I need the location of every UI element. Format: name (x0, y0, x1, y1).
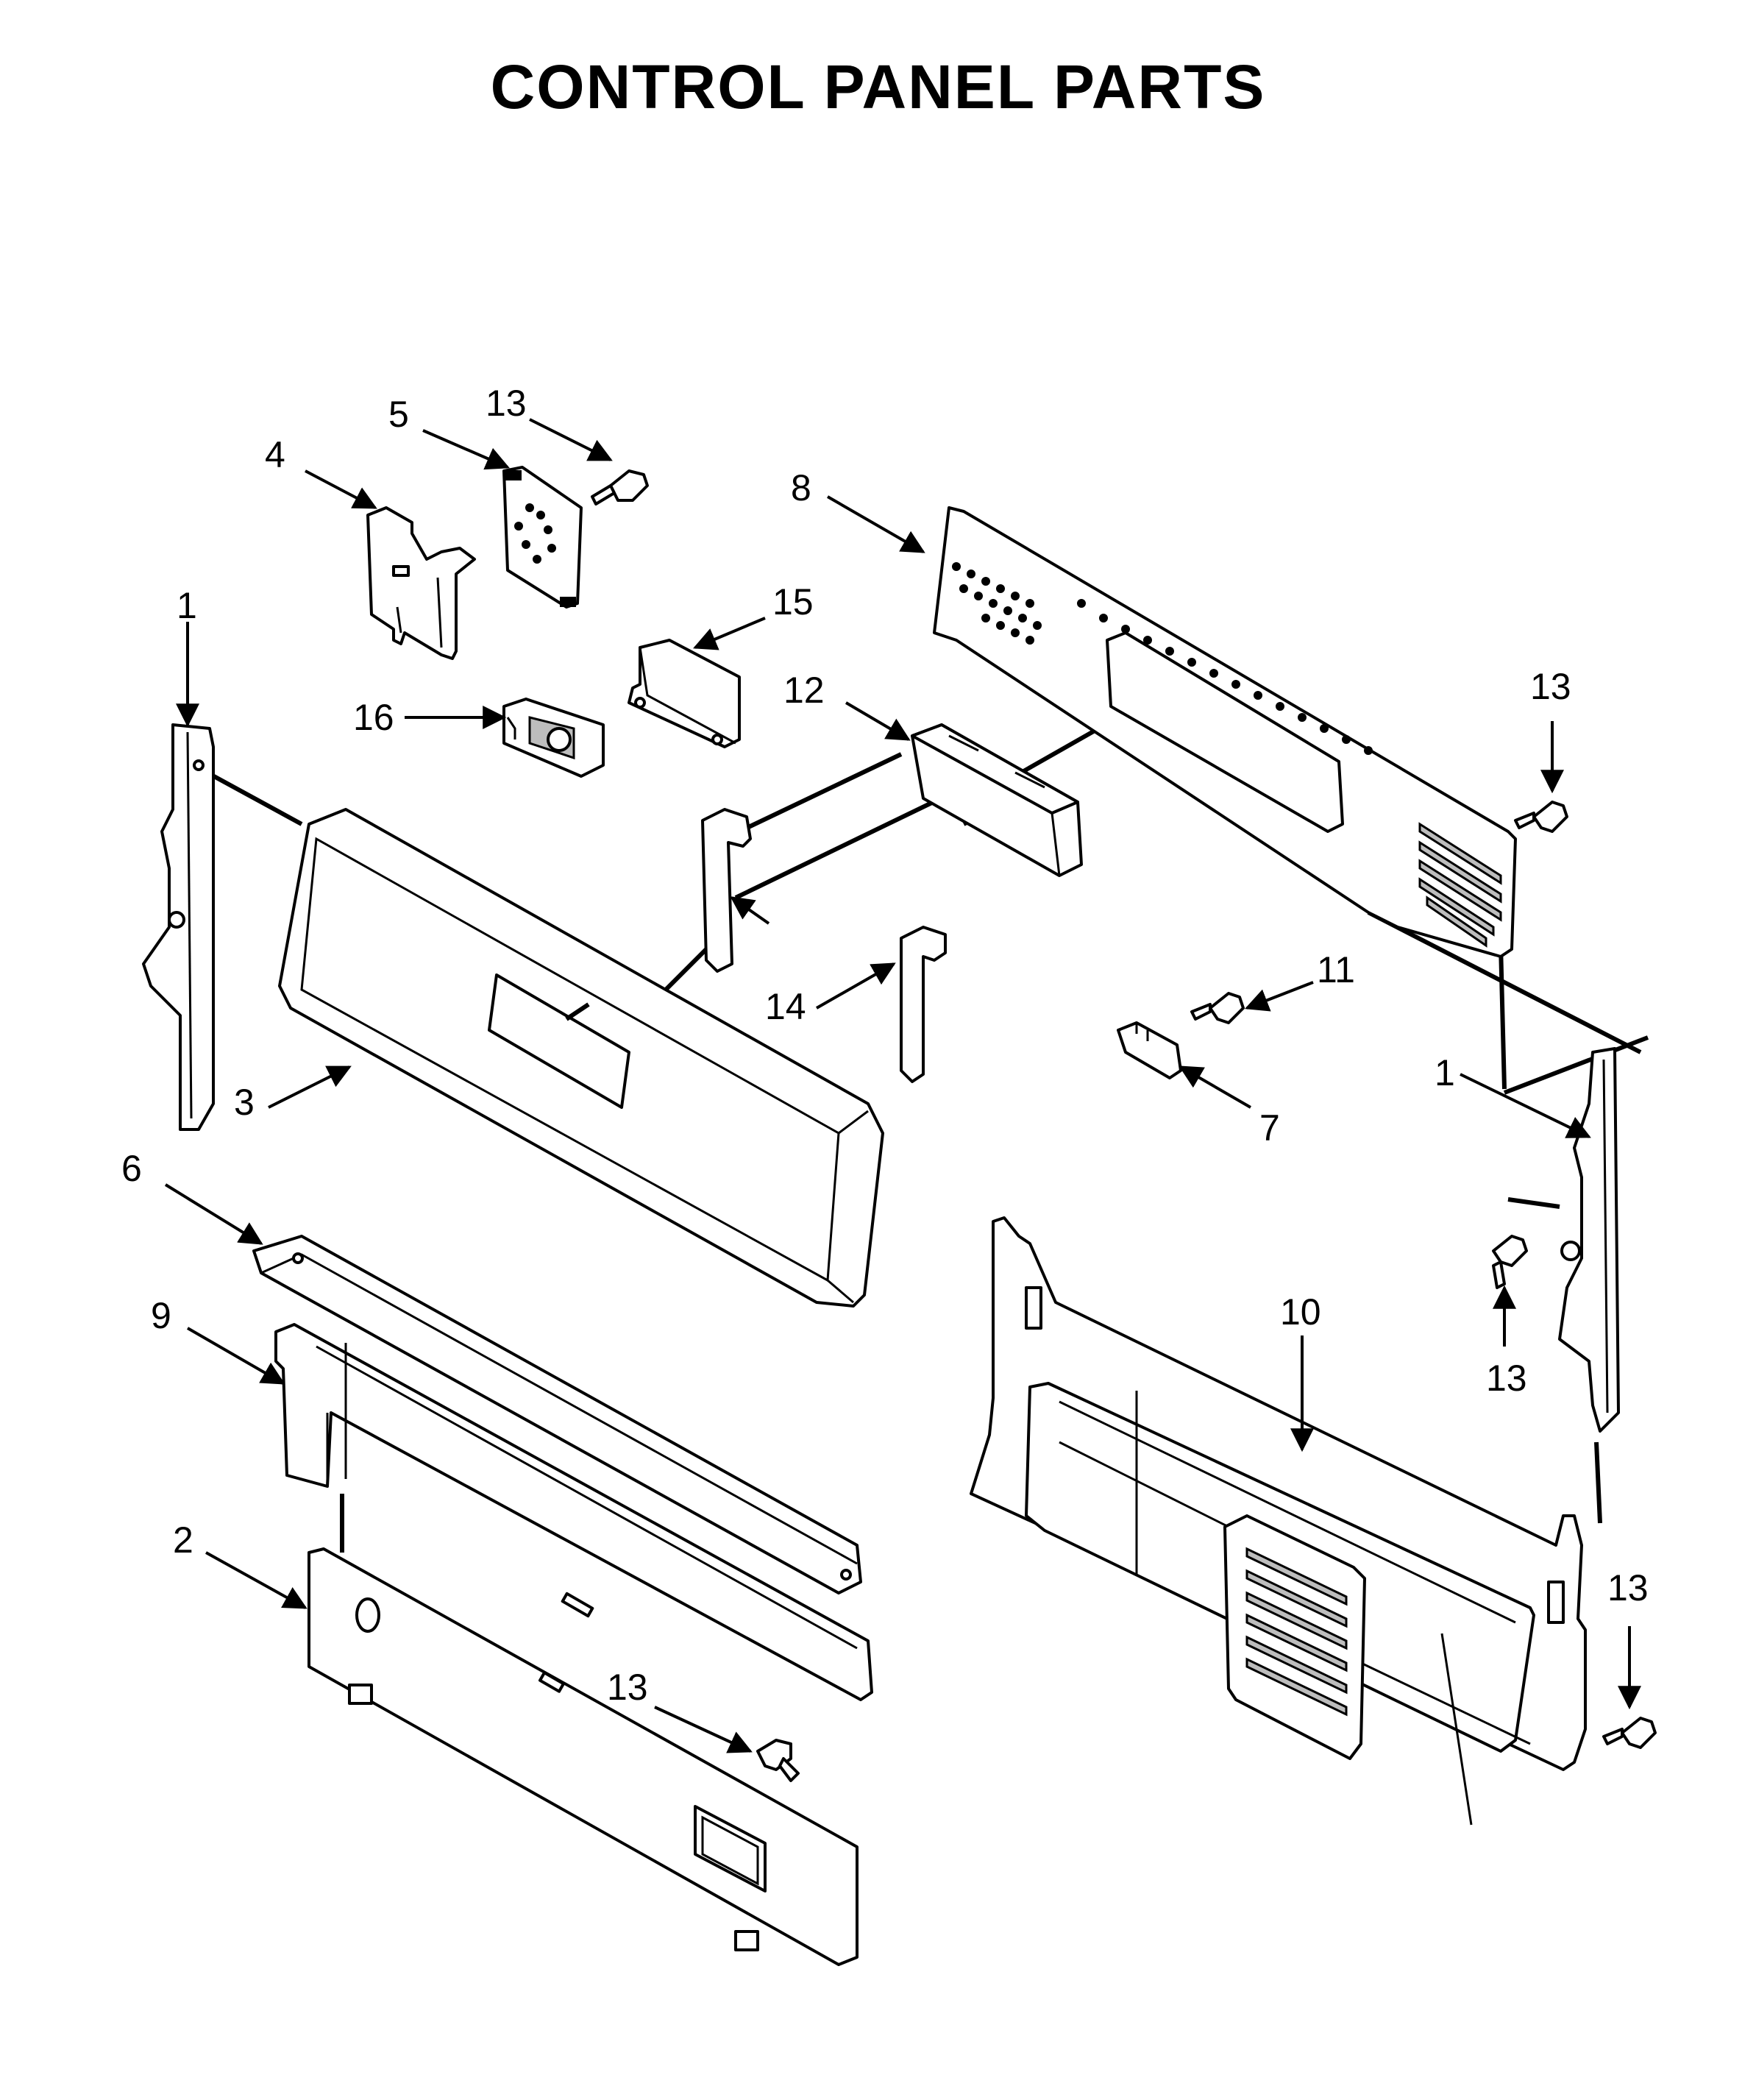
diagram-title: CONTROL PANEL PARTS (490, 52, 1266, 121)
assembly-lines (179, 700, 1649, 1553)
part-2-lower-back-panel (308, 1547, 859, 1966)
part-13-screw-lower-right (1602, 1717, 1657, 1749)
callout-4: 4 (265, 434, 285, 475)
part-8-back-panel (933, 506, 1517, 958)
callout-12: 12 (783, 670, 825, 711)
part-14-bracket-left (701, 808, 752, 973)
part-12-electronic-control-module (911, 723, 1083, 877)
callout-1-left: 1 (177, 585, 197, 626)
board-contacts (514, 503, 556, 564)
part-15-mounting-bracket (628, 639, 741, 748)
callout-6: 6 (121, 1148, 142, 1189)
part-13-screw-lower-left (756, 1739, 800, 1782)
callout-13-top: 13 (486, 383, 527, 424)
part-7-clip (1117, 1021, 1182, 1079)
callout-10: 10 (1280, 1291, 1321, 1333)
part-1-right-side-bracket (1558, 1047, 1620, 1433)
cross-braces (1059, 1391, 1531, 1826)
callout-13-lower-left: 13 (607, 1667, 648, 1708)
part-6-trim-strip (252, 1235, 862, 1594)
vent-slots-lower (1418, 822, 1502, 948)
callout-2: 2 (173, 1519, 193, 1561)
callout-14: 14 (765, 986, 806, 1027)
callout-11: 11 (1317, 949, 1355, 990)
callout-9: 9 (151, 1295, 171, 1336)
callout-16: 16 (353, 697, 394, 738)
callout-13-right-top: 13 (1530, 666, 1571, 707)
callout-3: 3 (234, 1082, 255, 1123)
part-13-screw-right-top (1514, 801, 1568, 833)
callout-7: 7 (1259, 1107, 1280, 1149)
callout-15: 15 (772, 581, 814, 622)
vent-grille (1223, 1514, 1366, 1760)
callout-1-right: 1 (1435, 1052, 1455, 1093)
part-5-control-board (502, 466, 583, 609)
part-11-screw (1190, 992, 1245, 1024)
callout-13-right-mid: 13 (1486, 1358, 1527, 1399)
part-16-selector-switch (502, 698, 605, 778)
part-4-switch-bracket (366, 506, 476, 660)
part-3-control-console (278, 808, 884, 1308)
part-10-rear-panel (970, 1216, 1587, 1826)
part-13-screw-right-mid (1492, 1235, 1528, 1289)
part-1-left-side-bracket (142, 723, 215, 1131)
callout-5: 5 (388, 394, 409, 435)
part-14-bracket-right (900, 926, 947, 1083)
callout-13-lower-right: 13 (1607, 1567, 1649, 1608)
callout-8: 8 (791, 467, 811, 508)
part-13-screw-top (591, 469, 649, 506)
callout-labels: 1 1 2 3 4 5 6 7 8 9 10 11 12 13 13 13 13… (121, 383, 1649, 1708)
leader-arrows (164, 418, 1641, 1753)
